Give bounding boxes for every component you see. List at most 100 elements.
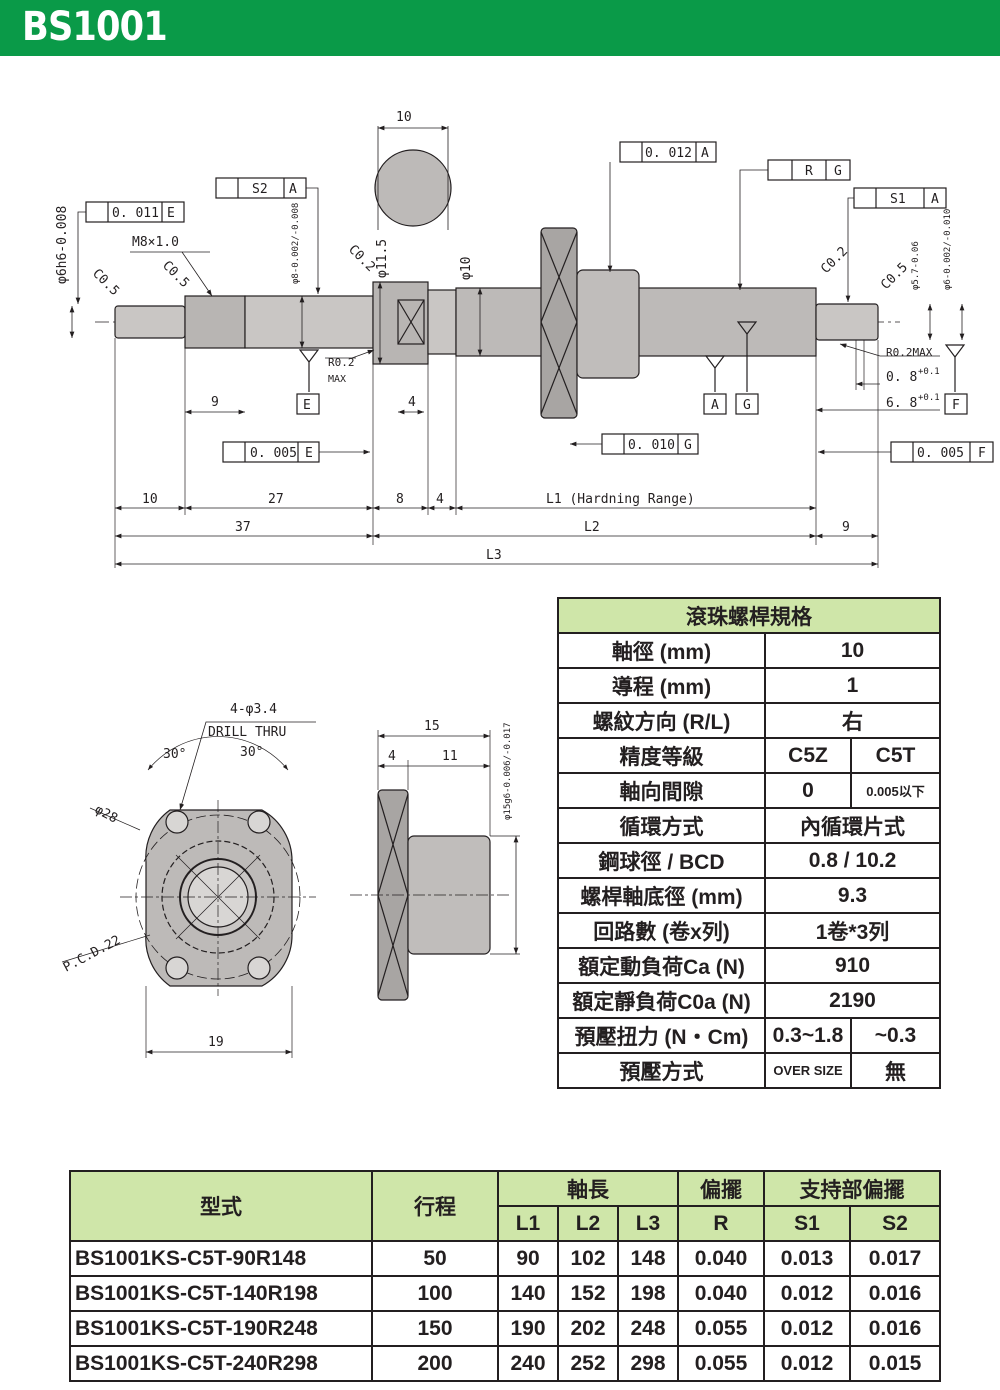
cell-s2: 0.016: [849, 1310, 941, 1347]
header-s1: S1: [763, 1205, 851, 1242]
spec-label: 精度等級: [557, 737, 766, 774]
header-l1: L1: [497, 1205, 559, 1242]
perp-e: 0. 005: [250, 446, 297, 461]
tol-a-datum: A: [701, 146, 709, 161]
table-row: BS1001KS-C5T-190R248 150 190 202 248 0.0…: [69, 1310, 941, 1347]
tol-e: 0. 011: [112, 206, 159, 221]
cell-l1: 190: [497, 1310, 559, 1347]
dim-10: 10: [142, 492, 158, 507]
spec-value: 10: [764, 632, 941, 669]
tol-e-datum: E: [167, 206, 175, 221]
table-row: BS1001KS-C5T-90R148 50 90 102 148 0.040 …: [69, 1240, 941, 1277]
table-row: BS1001KS-C5T-140R198 100 140 152 198 0.0…: [69, 1275, 941, 1312]
tol-a-value: 0. 012: [645, 146, 692, 161]
cell-s2: 0.016: [849, 1275, 941, 1312]
perp-g-datum: G: [684, 438, 692, 453]
header-l3: L3: [617, 1205, 679, 1242]
dim-27: 27: [268, 492, 284, 507]
spec-label: 螺紋方向 (R/L): [557, 702, 766, 739]
spec-label: 軸向間隙: [557, 772, 766, 809]
table-row: 預壓扭力 (N・Cm) 0.3~1.8 ~0.3: [557, 1017, 941, 1054]
dim-4b: 4: [436, 492, 444, 507]
header-support: 支持部偏擺: [763, 1170, 941, 1207]
header-type: 型式: [69, 1170, 373, 1242]
shaft-end-left: [114, 305, 186, 339]
cell-r: 0.040: [677, 1240, 765, 1277]
chamfer-c02-b: C0.2: [818, 244, 851, 277]
table-row: 軸徑 (mm) 10: [557, 632, 941, 669]
perp-f: 0. 005: [917, 446, 964, 461]
dia-11-5: φ11.5: [375, 239, 390, 278]
spec-label: 軸徑 (mm): [557, 632, 766, 669]
dia-6: φ6-0.002/-0.010: [943, 209, 953, 290]
table-row: BS1001KS-C5T-240R298 200 240 252 298 0.0…: [69, 1345, 941, 1382]
spec-table: 滾珠螺桿規格 軸徑 (mm) 10 導程 (mm) 1 螺紋方向 (R/L) 右…: [557, 597, 941, 1089]
tol-plus-a: +0.1: [918, 367, 940, 377]
spec-value: 內循環片式: [764, 807, 941, 844]
cell-s1: 0.012: [763, 1345, 851, 1382]
len-6-8: 6. 8: [886, 396, 917, 411]
cell-l3: 298: [617, 1345, 679, 1382]
table-row: 軸向間隙 0 0.005以下: [557, 772, 941, 809]
dia-10: φ10: [459, 257, 474, 280]
cell-l1: 240: [497, 1345, 559, 1382]
spec-value: ~0.3: [850, 1017, 941, 1054]
table-row: 螺桿軸底徑 (mm) 9.3: [557, 877, 941, 914]
cell-s2: 0.015: [849, 1345, 941, 1382]
dim-19: 19: [208, 1035, 224, 1050]
dim-15: 15: [424, 719, 440, 734]
cell-s1: 0.012: [763, 1275, 851, 1312]
tol-s2-datum: A: [289, 182, 297, 197]
header-r: R: [677, 1205, 765, 1242]
spec-value: 9.3: [764, 877, 941, 914]
dia-15g6: φ15g6-0.006/-0.017: [503, 722, 513, 820]
cell-type: BS1001KS-C5T-90R148: [69, 1240, 373, 1277]
angle-30-a: 30°: [163, 747, 186, 762]
technical-drawing: 10 0. 012 A R G S1 A S2 A 0. 011 E M8×1.…: [55, 110, 994, 1058]
spec-value: 2190: [764, 982, 941, 1019]
chamfer-left-2: C0.5: [159, 258, 192, 291]
spec-value: OVER SIZE: [764, 1052, 852, 1089]
dia-8: φ8-0.002/-0.008: [291, 203, 301, 284]
nut-flange: [540, 227, 578, 419]
cell-stroke: 150: [371, 1310, 499, 1347]
table-row: 額定動負荷Ca (N) 910: [557, 947, 941, 984]
spec-label: 回路數 (卷x列): [557, 912, 766, 949]
tol-rg-g: G: [834, 164, 842, 179]
chamfer-left: C0.5: [89, 266, 122, 299]
table-row: 精度等級 C5Z C5T: [557, 737, 941, 774]
shaft-shoulder: [372, 281, 429, 365]
cell-l2: 252: [557, 1345, 619, 1382]
spec-label: 循環方式: [557, 807, 766, 844]
spec-value: 0.3~1.8: [764, 1017, 852, 1054]
radius-r02max: R0.2MAX: [886, 346, 933, 359]
dim-top-width: 10: [396, 110, 412, 125]
spec-value: 無: [850, 1052, 941, 1089]
cell-stroke: 100: [371, 1275, 499, 1312]
cell-s1: 0.013: [763, 1240, 851, 1277]
holes-label: 4-φ3.4: [230, 702, 277, 717]
spec-value: 1: [764, 667, 941, 704]
dim-9b: 9: [842, 520, 850, 535]
cell-l2: 202: [557, 1310, 619, 1347]
spec-label: 預壓扭力 (N・Cm): [557, 1017, 766, 1054]
thread-section: [184, 295, 246, 349]
spec-label: 導程 (mm): [557, 667, 766, 704]
spec-title: 滾珠螺桿規格: [557, 597, 941, 634]
cell-type: BS1001KS-C5T-240R298: [69, 1345, 373, 1382]
spec-value: 1卷*3列: [764, 912, 941, 949]
cell-l1: 90: [497, 1240, 559, 1277]
nut-body: [576, 269, 640, 379]
dim-l2: L2: [584, 520, 600, 535]
radius-max: MAX: [328, 374, 346, 385]
header-shaft: 軸長: [497, 1170, 679, 1207]
cell-l3: 148: [617, 1240, 679, 1277]
spec-label: 預壓方式: [557, 1052, 766, 1089]
dim-l1: L1 (Hardning Range): [546, 492, 695, 507]
cell-l2: 152: [557, 1275, 619, 1312]
cell-r: 0.040: [677, 1275, 765, 1312]
shaft-section: [244, 295, 374, 349]
cell-l2: 102: [557, 1240, 619, 1277]
header-runout: 偏擺: [677, 1170, 765, 1207]
spec-value: C5Z: [764, 737, 852, 774]
